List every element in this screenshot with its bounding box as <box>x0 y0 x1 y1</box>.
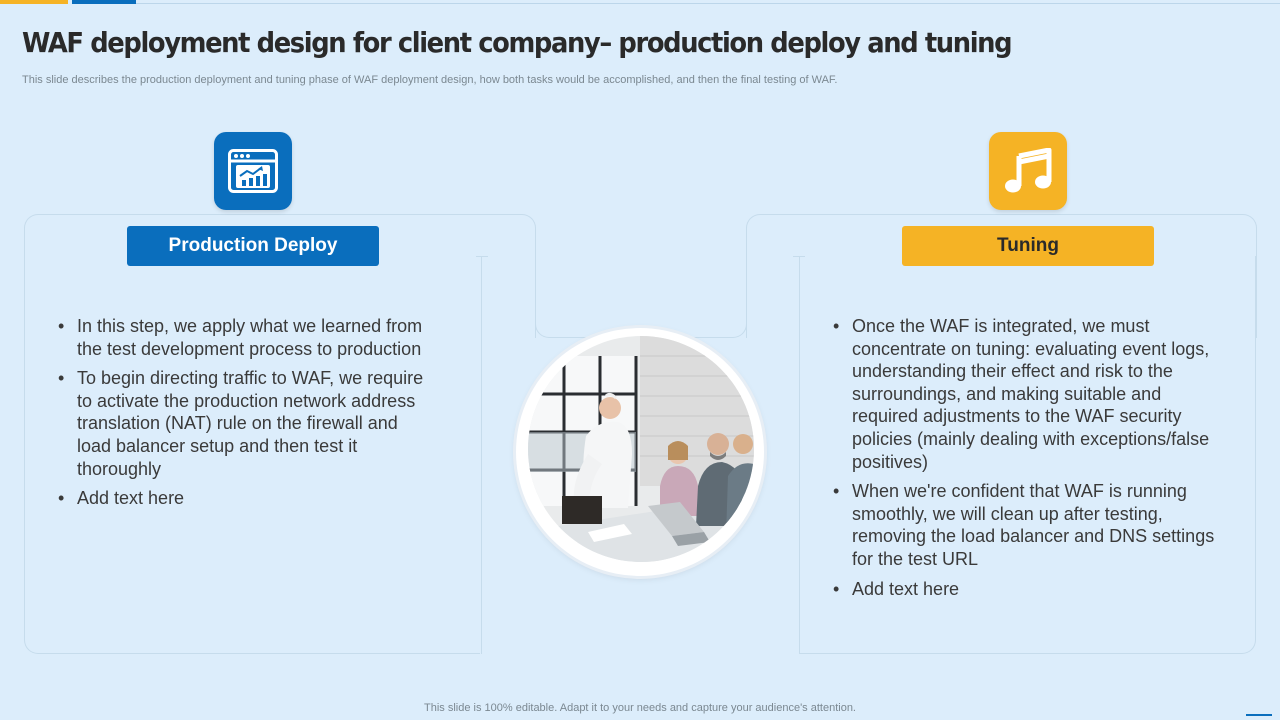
tuning-label: Tuning <box>902 226 1154 266</box>
right-divider-tick <box>793 256 805 257</box>
music-note-icon <box>1005 148 1052 193</box>
list-item: Once the WAF is integrated, we must conc… <box>833 315 1225 473</box>
accent-bar-yellow <box>0 0 68 4</box>
browser-chart-icon <box>228 149 278 193</box>
production-deploy-bullets: In this step, we apply what we learned f… <box>58 315 428 517</box>
production-deploy-icon-tile <box>214 132 292 210</box>
list-item: In this step, we apply what we learned f… <box>58 315 428 360</box>
left-card-frame <box>24 256 480 654</box>
production-deploy-label: Production Deploy <box>127 226 379 266</box>
tuning-icon-tile <box>989 132 1067 210</box>
list-item[interactable]: Add text here <box>58 487 428 510</box>
slide-footer: This slide is 100% editable. Adapt it to… <box>424 702 856 714</box>
business-meeting-photo <box>528 336 754 562</box>
accent-bar-blue <box>72 0 136 4</box>
right-card-frame <box>800 256 1256 654</box>
left-card-divider <box>481 256 482 654</box>
tuning-bullets: Once the WAF is integrated, we must conc… <box>833 315 1225 607</box>
slide-title: WAF deployment design for client company… <box>22 26 1013 59</box>
slide-subtitle: This slide describes the production depl… <box>22 74 838 86</box>
corner-accent <box>1246 714 1272 716</box>
list-item: To begin directing traffic to WAF, we re… <box>58 367 428 480</box>
top-rule <box>136 3 1280 4</box>
left-divider-tick <box>476 256 488 257</box>
list-item[interactable]: Add text here <box>833 578 1225 601</box>
right-card-divider <box>799 256 800 654</box>
list-item: When we're confident that WAF is running… <box>833 480 1225 570</box>
right-card-frame-top <box>746 214 1257 338</box>
